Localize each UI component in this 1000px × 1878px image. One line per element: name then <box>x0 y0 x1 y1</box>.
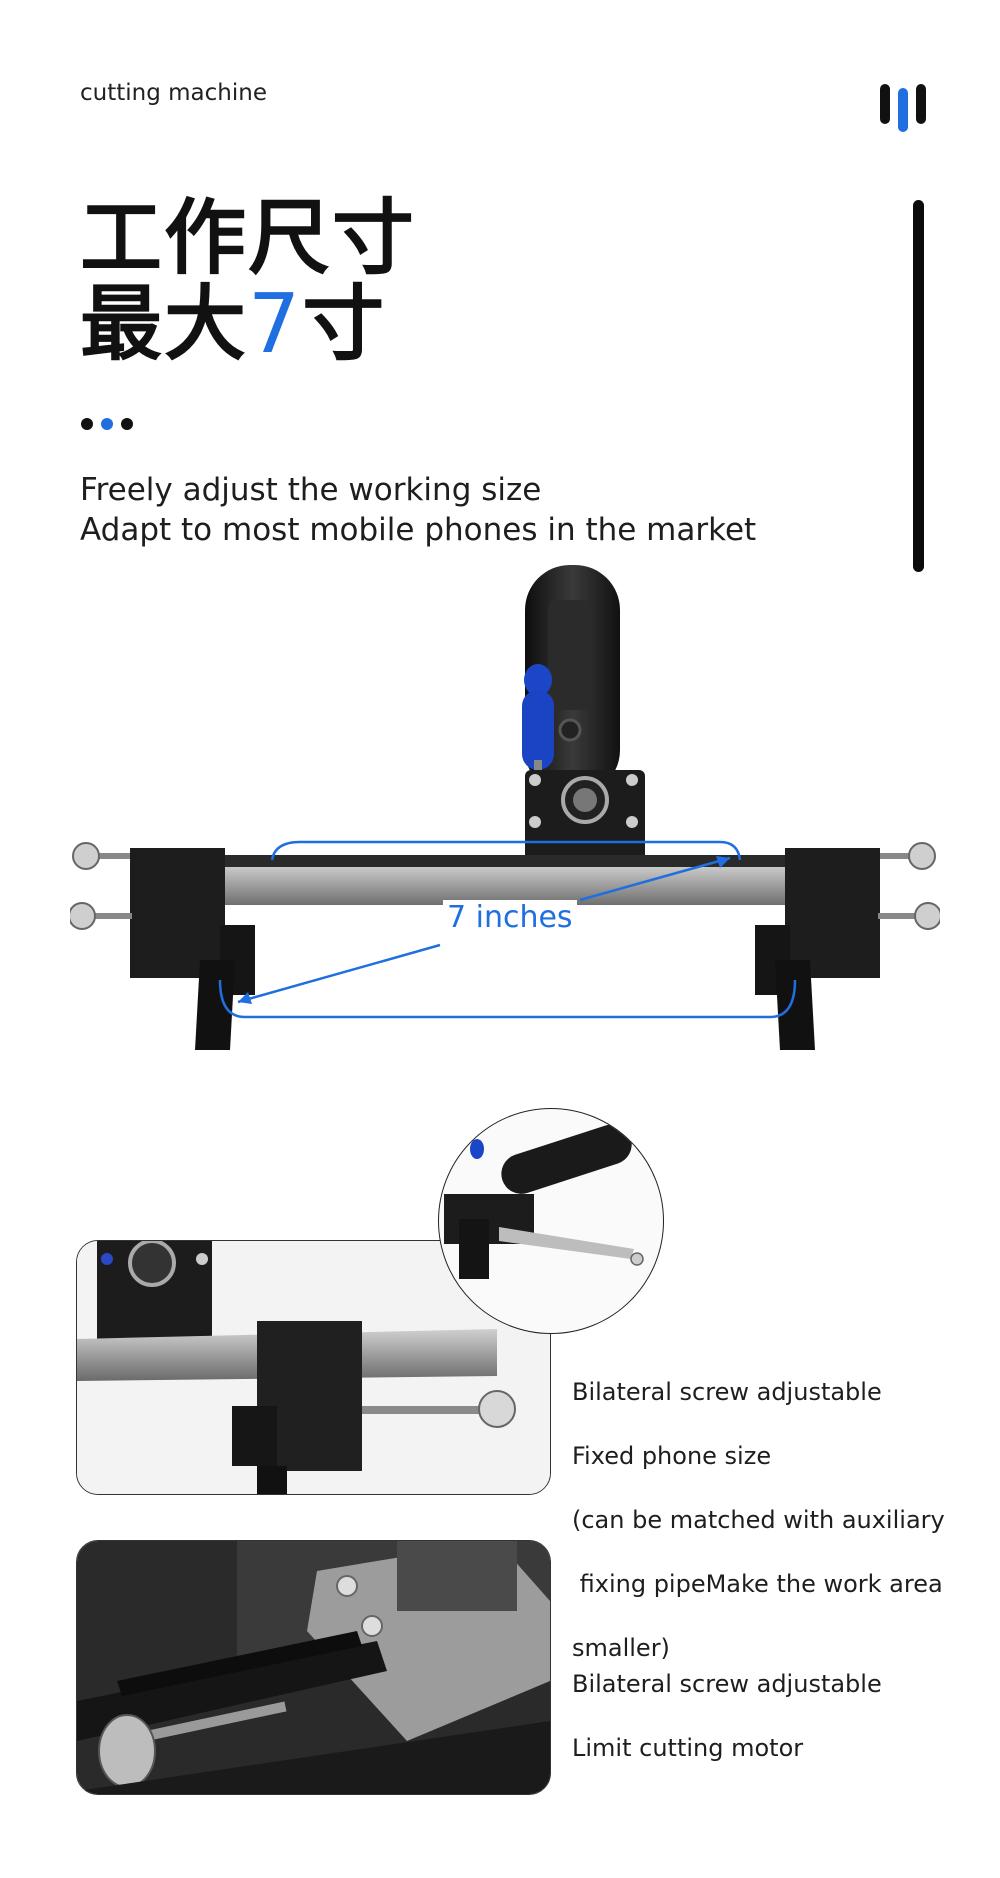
title-accent-number: 7 <box>248 277 303 372</box>
pagination-dots-icon <box>81 418 133 430</box>
page-title: 工作尺寸 最大7寸 <box>80 196 416 368</box>
subtitle: Freely adjust the working size Adapt to … <box>80 470 756 550</box>
detail-image-limit-motor <box>76 1540 551 1795</box>
subtitle-line-2: Adapt to most mobile phones in the marke… <box>80 512 757 548</box>
feature1-line: smaller) <box>572 1634 670 1662</box>
machine-illustration <box>70 565 940 1050</box>
feature1-line: fixing pipeMake the work area <box>572 1570 943 1598</box>
title-line-2: 最大7寸 <box>80 282 416 368</box>
dimension-label: 7 inches <box>443 900 577 935</box>
feature1-line: Bilateral screw adjustable <box>572 1378 882 1406</box>
limit-motor-closeup <box>77 1541 550 1794</box>
feature2-line: Limit cutting motor <box>572 1734 804 1762</box>
brand-title: cutting machine <box>80 80 267 106</box>
title-suffix: 寸 <box>302 277 387 372</box>
detail-circle-carriage <box>438 1108 664 1334</box>
feature2-line: Bilateral screw adjustable <box>572 1670 882 1698</box>
title-prefix: 最大 <box>80 277 249 372</box>
feature2-description: Bilateral screw adjustable Limit cutting… <box>572 1636 882 1796</box>
brand-bars-icon <box>880 84 926 132</box>
feature1-description: Bilateral screw adjustable Fixed phone s… <box>572 1344 945 1696</box>
carriage-closeup <box>444 1124 644 1279</box>
decorative-vertical-bar <box>913 200 924 572</box>
subtitle-line-1: Freely adjust the working size <box>80 472 542 508</box>
feature1-line: Fixed phone size <box>572 1442 772 1470</box>
title-line-1: 工作尺寸 <box>80 191 417 286</box>
feature1-line: (can be matched with auxiliary <box>572 1506 945 1534</box>
